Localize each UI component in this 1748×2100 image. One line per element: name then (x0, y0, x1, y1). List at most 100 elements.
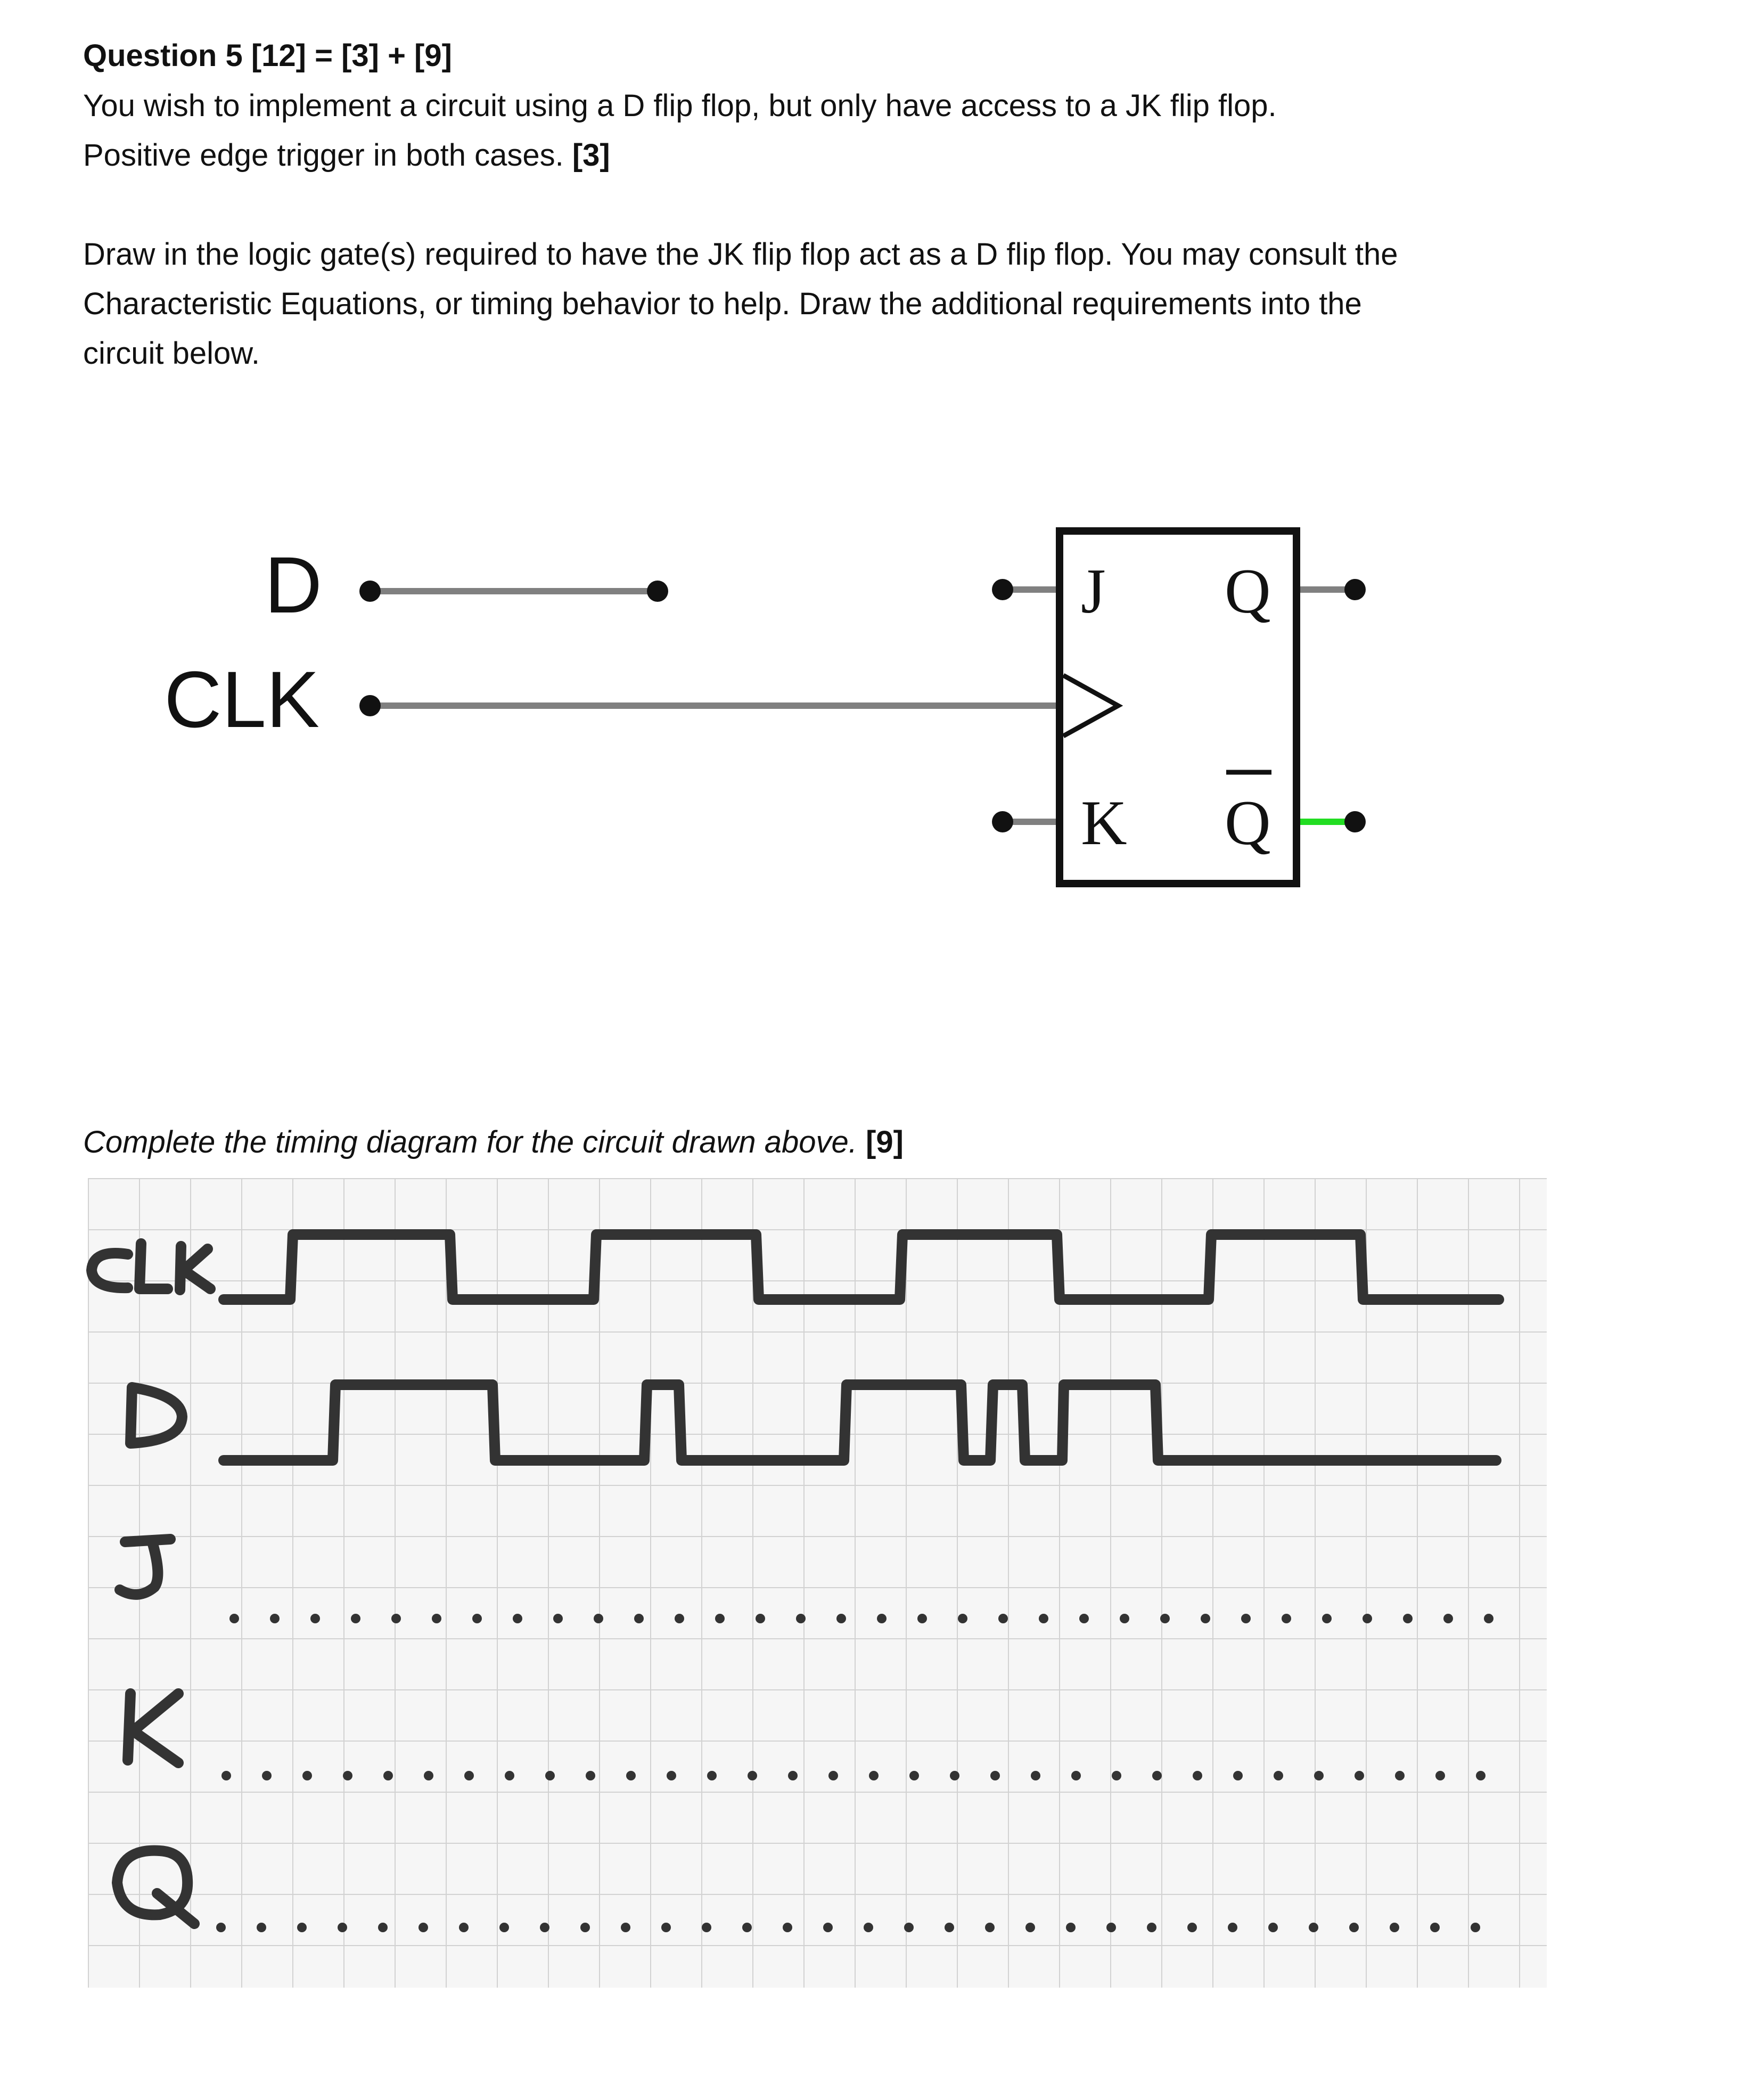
d-waveform (218, 1379, 1501, 1466)
k-dotted-line (221, 1771, 1486, 1780)
answer-dot (1228, 1923, 1237, 1932)
answer-dot (702, 1923, 711, 1932)
answer-dot (998, 1614, 1008, 1623)
answer-dot (221, 1771, 231, 1780)
answer-dot (540, 1923, 549, 1932)
answer-dot (343, 1771, 352, 1780)
answer-dot (748, 1771, 757, 1780)
answer-dot (909, 1771, 919, 1780)
clk-handwritten-label (86, 1238, 216, 1295)
d-handwritten-label (125, 1382, 187, 1449)
answer-dot (351, 1614, 360, 1623)
answer-dot (783, 1923, 792, 1932)
d-wire-end[interactable] (647, 581, 668, 602)
answer-dot (1268, 1923, 1278, 1932)
answer-dot (675, 1614, 684, 1623)
answer-dot (1443, 1614, 1453, 1623)
answer-dot (1314, 1771, 1324, 1780)
answer-dot (338, 1923, 347, 1932)
answer-dot (1147, 1923, 1156, 1932)
j-handwritten-label (114, 1534, 176, 1600)
answer-dot (788, 1771, 798, 1780)
answer-dot (1349, 1923, 1359, 1932)
answer-dot (796, 1614, 806, 1623)
answer-dot (904, 1923, 914, 1932)
q-terminal[interactable] (1344, 579, 1366, 600)
j-terminal[interactable] (992, 579, 1013, 600)
intro-line-2: Positive edge trigger in both cases. [3] (83, 130, 610, 181)
answer-dot (310, 1614, 320, 1623)
answer-dot (945, 1923, 954, 1932)
answer-dot (1363, 1614, 1372, 1623)
answer-dot (464, 1771, 474, 1780)
answer-dot (1282, 1614, 1291, 1623)
d-input-label: D (265, 540, 322, 630)
answer-dot (499, 1923, 509, 1932)
answer-dot (1112, 1771, 1121, 1780)
answer-dot (1031, 1771, 1040, 1780)
answer-dot (418, 1923, 428, 1932)
answer-dot (1395, 1771, 1405, 1780)
answer-dot (270, 1614, 280, 1623)
answer-dot (378, 1923, 388, 1932)
answer-dot (917, 1614, 927, 1623)
clk-input-label: CLK (164, 655, 319, 744)
j-pin-label: J (1081, 555, 1106, 626)
clock-triangle-icon (1062, 673, 1123, 738)
answer-dot (1120, 1614, 1129, 1623)
answer-dot (513, 1614, 522, 1623)
draw-line-3: circuit below. (83, 336, 260, 371)
jk-flip-flop (1056, 527, 1300, 887)
question-heading: Question 5 [12] = [3] + [9] (83, 38, 452, 73)
answer-dot (1233, 1771, 1243, 1780)
answer-dot (707, 1771, 717, 1780)
answer-dot (864, 1923, 873, 1932)
d-terminal[interactable] (359, 581, 381, 602)
answer-dot (545, 1771, 555, 1780)
clk-terminal[interactable] (359, 695, 381, 716)
answer-dot (1187, 1923, 1197, 1932)
intro-line-1: You wish to implement a circuit using a … (83, 88, 1277, 123)
answer-dot (1484, 1614, 1493, 1623)
k-handwritten-label (122, 1688, 184, 1768)
answer-dot (594, 1614, 603, 1623)
signal-labels (86, 1238, 216, 1929)
answer-dot (383, 1771, 393, 1780)
answer-dot (1435, 1771, 1445, 1780)
j-dotted-line (229, 1614, 1493, 1623)
graph-grid (88, 1178, 1547, 1988)
answer-dot (1403, 1614, 1413, 1623)
q-dotted-line (216, 1923, 1480, 1932)
answer-dot (823, 1923, 833, 1932)
answer-dot (257, 1923, 266, 1932)
draw-line-2: Characteristic Equations, or timing beha… (83, 287, 1362, 321)
answer-dot (302, 1771, 312, 1780)
answer-dot (1355, 1771, 1364, 1780)
answer-dot (1106, 1923, 1116, 1932)
answer-dot (1079, 1614, 1089, 1623)
graph-paper (88, 1178, 1547, 1988)
clk-waveform (218, 1229, 1504, 1305)
answer-dot (1241, 1614, 1251, 1623)
answer-dot (869, 1771, 879, 1780)
answer-dot (1390, 1923, 1399, 1932)
draw-line-1: Draw in the logic gate(s) required to ha… (83, 237, 1398, 272)
answer-dot (877, 1614, 887, 1623)
q-pin-label: Q (1225, 555, 1271, 626)
answer-dot (553, 1614, 563, 1623)
answer-dot (1476, 1771, 1486, 1780)
answer-dot (262, 1771, 272, 1780)
answer-dot (1066, 1923, 1076, 1932)
answer-dot (621, 1923, 630, 1932)
answer-dot (424, 1771, 433, 1780)
answer-dot (586, 1771, 595, 1780)
answer-dot (505, 1771, 514, 1780)
answer-dot (836, 1614, 846, 1623)
qbar-terminal[interactable] (1344, 811, 1366, 832)
k-terminal[interactable] (992, 811, 1013, 832)
answer-dot (580, 1923, 590, 1932)
answer-dot (626, 1771, 636, 1780)
answer-dot (1152, 1771, 1162, 1780)
answer-dot (1071, 1771, 1081, 1780)
answer-dot (715, 1614, 725, 1623)
